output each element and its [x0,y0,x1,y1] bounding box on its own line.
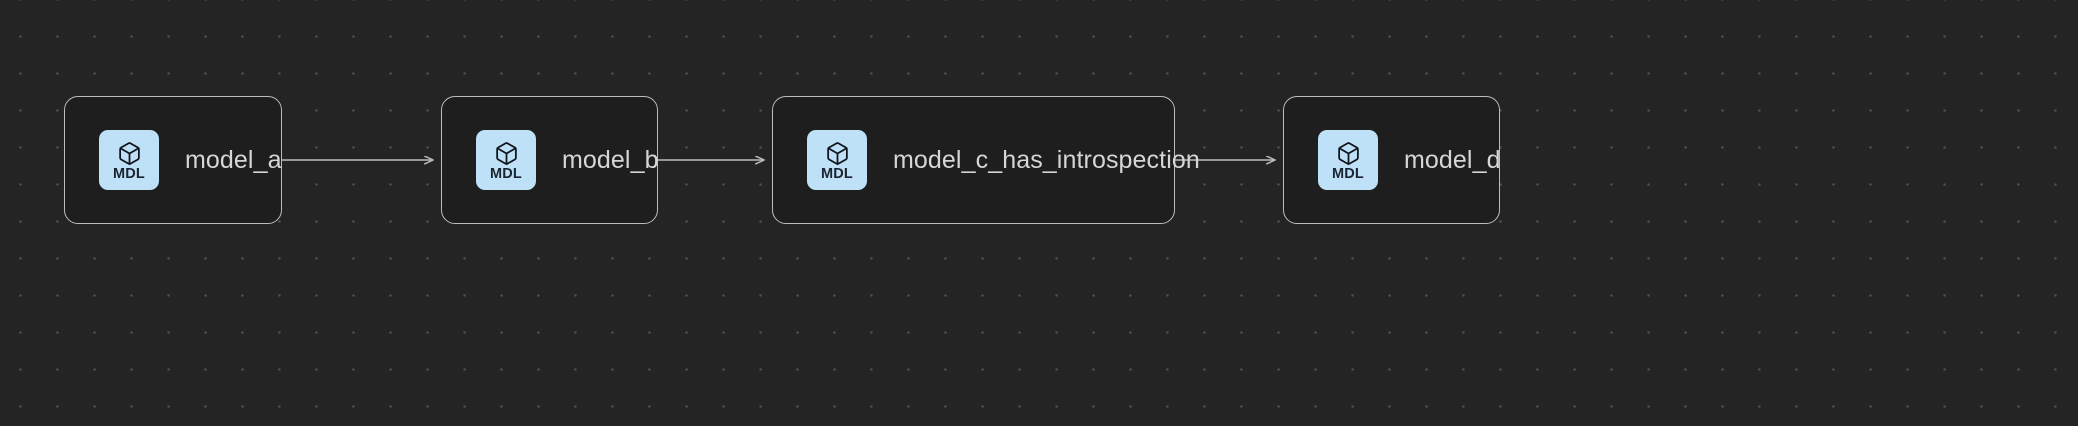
cube-icon [494,141,519,166]
node-label: model_a [185,145,282,174]
node-content: MDL model_d [1318,130,1501,190]
badge-label: MDL [1331,165,1364,182]
cube-icon [117,141,142,166]
node-label: model_b [562,145,659,174]
node-label: model_d [1404,145,1501,174]
model-badge: MDL [99,130,159,190]
node-label: model_c_has_introspection [893,145,1200,174]
node-model_b[interactable]: MDL model_b [441,96,659,224]
node-model_d[interactable]: MDL model_d [1283,96,1501,224]
node-content: MDL model_b [476,130,659,190]
model-badge: MDL [476,130,536,190]
node-content: MDL model_a [99,130,282,190]
badge-label: MDL [489,165,522,182]
cube-icon [1336,141,1361,166]
cube-icon [825,141,850,166]
badge-label: MDL [820,165,853,182]
model-badge: MDL [807,130,867,190]
node-model_c_has_introspection[interactable]: MDL model_c_has_introspection [772,96,1200,224]
node-model_a[interactable]: MDL model_a [64,96,282,224]
badge-label: MDL [112,165,145,182]
node-content: MDL model_c_has_introspection [807,130,1200,190]
model-badge: MDL [1318,130,1378,190]
